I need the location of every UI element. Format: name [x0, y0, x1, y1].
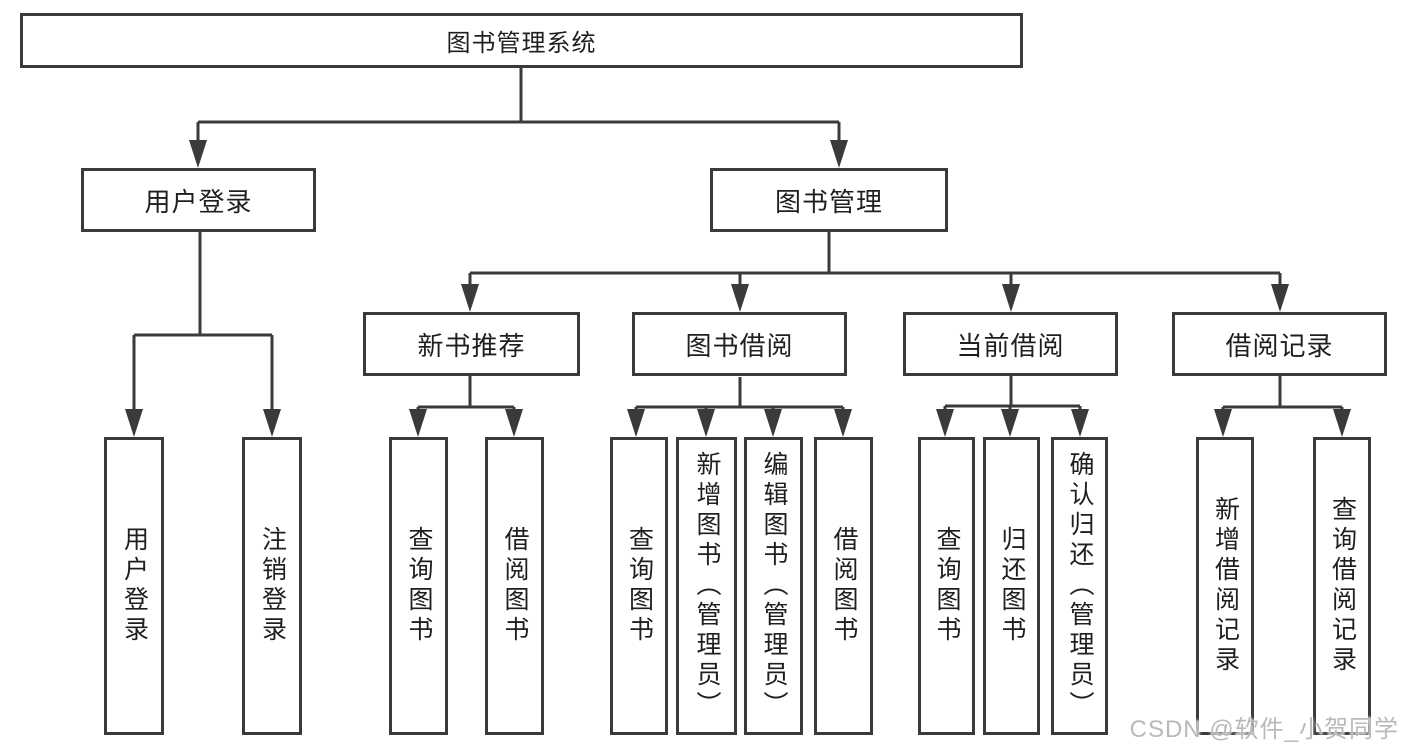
arrowhead-icon — [125, 409, 143, 437]
connector-bb-to-leaves — [627, 377, 852, 437]
leaf-bb-query-books: 查询图书 — [610, 437, 668, 735]
node-label: 查询图书 — [933, 526, 961, 646]
leaf-rec-borrow-books: 借阅图书 — [485, 437, 544, 735]
leaf-cb-confirm-return-admin: 确认归还（管理员） — [1051, 437, 1108, 735]
node-label: 查询图书 — [405, 526, 433, 646]
arrowhead-icon — [834, 409, 852, 437]
connector-login-to-leaves — [125, 232, 281, 437]
node-label: 查询借阅记录 — [1328, 496, 1357, 676]
node-label: 新书推荐 — [417, 330, 526, 361]
leaf-user-login: 用户登录 — [104, 437, 164, 735]
connector-mgmt-to-level3 — [461, 232, 1289, 312]
arrowhead-icon — [830, 140, 848, 168]
node-label: 确认归还（管理员） — [1066, 451, 1094, 721]
node-label: 新增借阅记录 — [1211, 496, 1240, 676]
arrowhead-icon — [936, 409, 954, 437]
leaf-bb-borrow-books: 借阅图书 — [814, 437, 873, 735]
arrowhead-icon — [263, 409, 281, 437]
node-user-login: 用户登录 — [81, 168, 316, 232]
arrowhead-icon — [731, 284, 749, 312]
leaf-logout-login: 注销登录 — [242, 437, 302, 735]
node-borrowing-records: 借阅记录 — [1172, 312, 1387, 376]
node-label: 用户登录 — [144, 186, 253, 217]
node-label: 当前借阅 — [956, 330, 1065, 361]
leaf-bb-edit-books-admin: 编辑图书（管理员） — [744, 437, 803, 735]
node-label: 新增图书（管理员） — [693, 451, 721, 721]
connector-rec-to-leaves — [409, 376, 523, 437]
node-label: 用户登录 — [120, 526, 149, 646]
connector-br-to-leaves — [1214, 376, 1351, 437]
connector-root-to-level2 — [189, 68, 848, 168]
arrowhead-icon — [627, 409, 645, 437]
node-label: 注销登录 — [258, 526, 287, 646]
node-label: 借阅图书 — [501, 526, 529, 646]
arrowhead-icon — [189, 140, 207, 168]
arrowhead-icon — [409, 409, 427, 437]
node-label: 图书管理系统 — [446, 30, 597, 57]
leaf-bb-add-books-admin: 新增图书（管理员） — [676, 437, 737, 735]
node-label: 图书管理 — [774, 186, 883, 217]
arrowhead-icon — [1071, 409, 1089, 437]
node-label: 借阅记录 — [1225, 330, 1334, 361]
node-library-management-system: 图书管理系统 — [20, 13, 1023, 68]
arrowhead-icon — [1271, 284, 1289, 312]
node-label: 查询图书 — [625, 526, 654, 646]
arrowhead-icon — [1002, 284, 1020, 312]
node-label: 编辑图书（管理员） — [760, 451, 788, 721]
arrowhead-icon — [1214, 409, 1232, 437]
leaf-rec-query-books: 查询图书 — [389, 437, 448, 735]
leaf-br-query-record: 查询借阅记录 — [1313, 437, 1371, 735]
node-label: 归还图书 — [998, 526, 1026, 646]
node-label: 图书借阅 — [685, 330, 794, 361]
leaf-cb-return-books: 归还图书 — [983, 437, 1040, 735]
leaf-cb-query-books: 查询图书 — [918, 437, 975, 735]
csdn-watermark: CSDN @软件_小贺同学 — [1129, 716, 1399, 743]
node-current-borrowing: 当前借阅 — [903, 312, 1118, 376]
arrowhead-icon — [461, 284, 479, 312]
node-new-book-recommendation: 新书推荐 — [363, 312, 580, 376]
arrowhead-icon — [1001, 409, 1019, 437]
leaf-br-add-record: 新增借阅记录 — [1196, 437, 1254, 735]
arrowhead-icon — [697, 409, 715, 437]
connector-cb-to-leaves — [936, 376, 1089, 437]
node-book-borrowing: 图书借阅 — [632, 312, 847, 376]
node-book-management: 图书管理 — [710, 168, 948, 232]
arrowhead-icon — [1333, 409, 1351, 437]
arrowhead-icon — [764, 409, 782, 437]
node-label: 借阅图书 — [830, 526, 858, 646]
arrowhead-icon — [505, 409, 523, 437]
